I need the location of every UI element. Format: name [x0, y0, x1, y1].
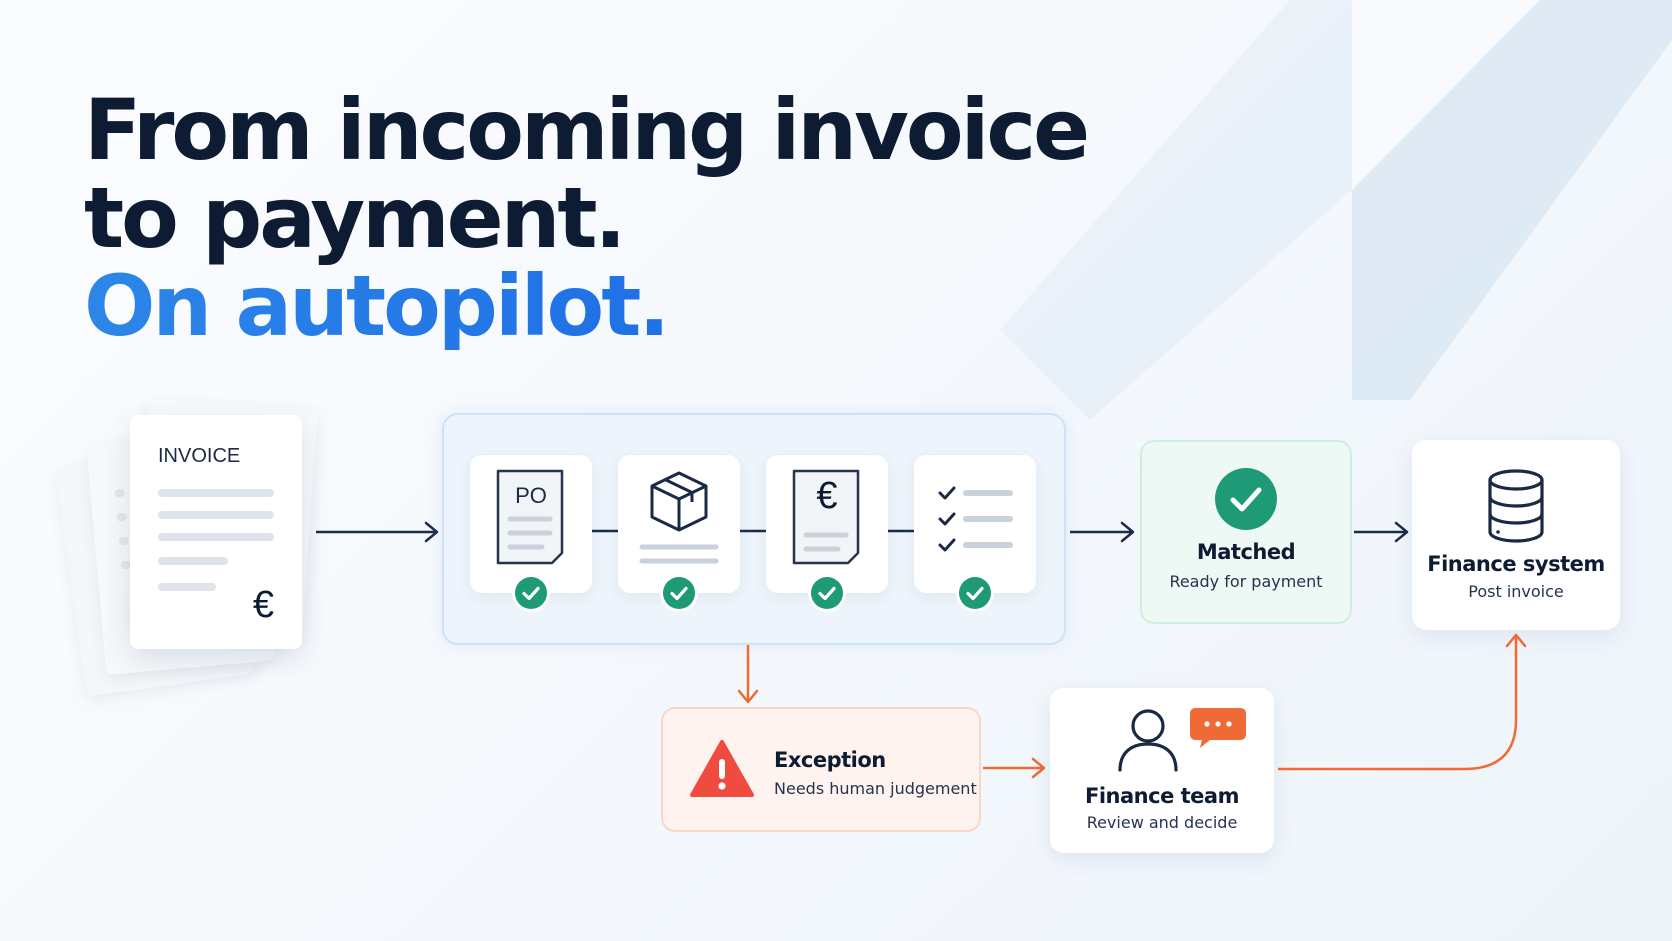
goods-receipt-card	[618, 455, 740, 609]
check-circle-icon	[959, 577, 991, 609]
finance-system-title: Finance system	[1427, 552, 1605, 576]
headline: From incoming invoice to payment. On aut…	[84, 81, 1090, 350]
finance-team-card: Finance team Review and decide	[1050, 688, 1274, 853]
person-icon	[1118, 709, 1178, 772]
arrow-matched-to-finance-system	[1354, 521, 1409, 543]
finance-system-card: Finance system Post invoice	[1412, 440, 1620, 630]
arrow-invoice-to-checks	[316, 521, 439, 543]
finance-team-subtitle: Review and decide	[1086, 813, 1238, 832]
arrow-finance-team-to-finance-system	[1278, 633, 1527, 771]
checklist-icon	[938, 486, 1013, 552]
invoice-document: INVOICE €	[130, 415, 302, 649]
exception-card: Exception Needs human judgement	[661, 707, 981, 832]
headline-accent: On autopilot.	[84, 262, 1087, 350]
check-circle-icon	[811, 577, 843, 609]
arrow-checks-to-matched	[1070, 521, 1135, 543]
matched-card: Matched Ready for payment	[1140, 440, 1352, 624]
invoice-label: INVOICE	[158, 445, 241, 467]
po-label: PO	[515, 483, 547, 508]
check-circle-icon	[515, 577, 547, 609]
exception-subtitle: Needs human judgement	[774, 779, 977, 798]
arrow-checks-to-exception	[737, 645, 759, 704]
matched-check-icon	[1215, 468, 1277, 530]
invoice-currency: €	[252, 584, 274, 626]
matching-checks-panel: PO €	[442, 413, 1066, 645]
check-circle-icon	[663, 577, 695, 609]
warning-icon	[690, 740, 754, 797]
matched-title: Matched	[1196, 540, 1296, 564]
po-check-card: PO	[470, 455, 592, 609]
headline-line-1: From incoming invoice	[84, 81, 1090, 179]
database-icon	[1488, 469, 1544, 543]
matched-subtitle: Ready for payment	[1169, 572, 1323, 591]
chat-bubble-icon	[1190, 708, 1246, 748]
finance-team-title: Finance team	[1085, 784, 1239, 808]
amount-check-card: €	[766, 455, 888, 609]
headline-line-2: to payment.	[84, 169, 626, 267]
arrow-exception-to-finance-team	[983, 757, 1046, 779]
checklist-card	[914, 455, 1036, 609]
finance-system-subtitle: Post invoice	[1468, 582, 1564, 601]
purchase-order-icon	[496, 469, 564, 565]
box-icon	[639, 471, 719, 564]
euro-document-icon	[792, 469, 860, 565]
exception-title: Exception	[774, 748, 886, 772]
euro-symbol: €	[816, 475, 838, 517]
